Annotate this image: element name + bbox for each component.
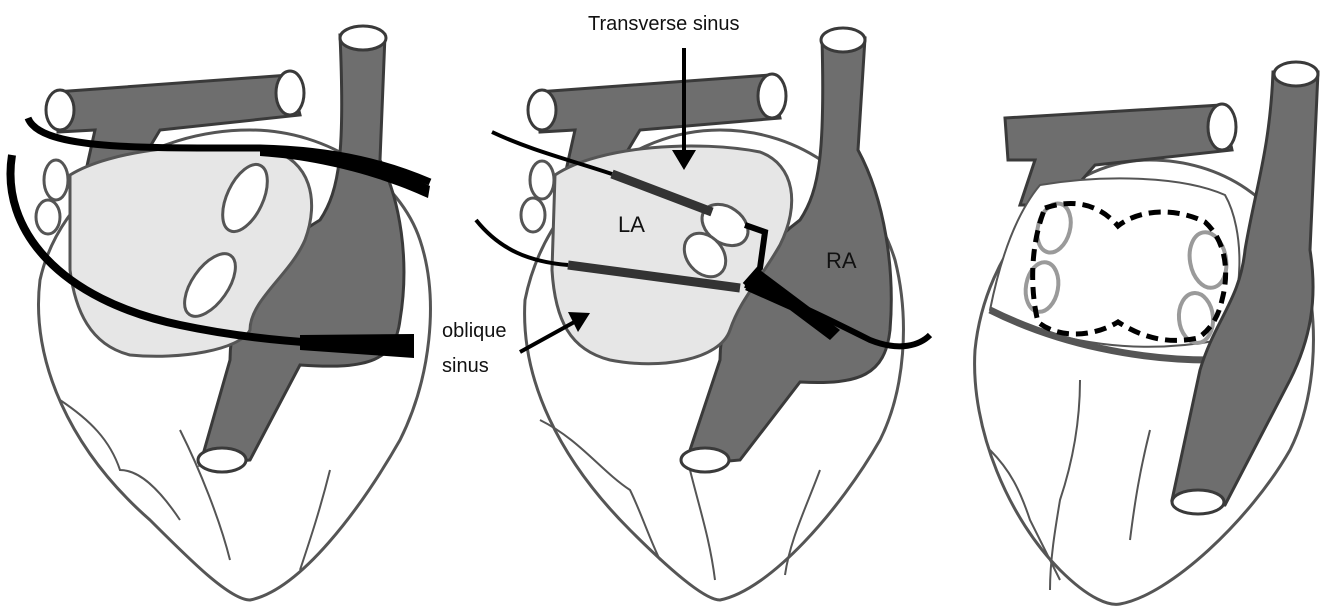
panel-1-heart — [10, 26, 430, 600]
oblique-sinus-label-line2: sinus — [442, 355, 489, 377]
oblique-sinus-label-line1: oblique — [442, 320, 507, 342]
right-atrium-label: RA — [826, 248, 857, 273]
left-atrium-label: LA — [618, 212, 645, 237]
panel-3-heart — [975, 62, 1318, 604]
panel-2-heart: Transverse sinus LA RA oblique sinus — [442, 13, 930, 600]
transverse-sinus-label: Transverse sinus — [588, 13, 740, 35]
